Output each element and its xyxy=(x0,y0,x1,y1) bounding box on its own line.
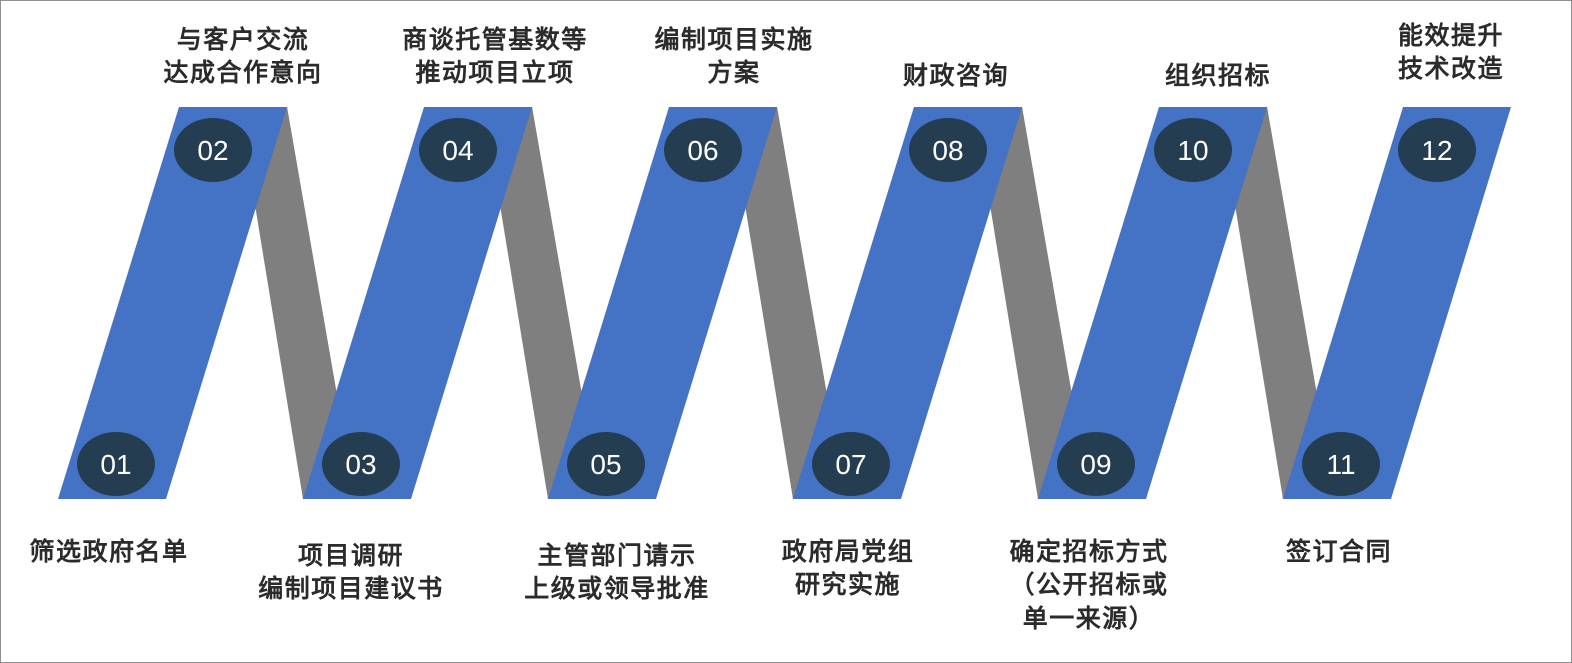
step-badge-11: 11 xyxy=(1302,432,1380,496)
step-label-line: （公开招标或 xyxy=(1009,570,1169,600)
step-label-01: 筛选政府名单 xyxy=(4,535,214,568)
step-label-06: 编制项目实施方案 xyxy=(619,23,849,90)
step-badge-circle xyxy=(812,432,890,496)
step-badge-08: 08 xyxy=(909,118,987,182)
step-number: 11 xyxy=(1326,449,1355,480)
step-label-02: 与客户交流达成合作意向 xyxy=(133,23,353,90)
step-label-line: 筛选政府名单 xyxy=(29,537,189,566)
step-badge-circle xyxy=(174,118,252,182)
step-badge-10: 10 xyxy=(1154,118,1232,182)
step-badge-04: 04 xyxy=(419,118,497,182)
step-badge-05: 05 xyxy=(567,432,645,496)
step-label-line: 组织招标 xyxy=(1164,61,1271,90)
step-label-line: 达成合作意向 xyxy=(163,58,323,88)
step-badge-circle xyxy=(419,118,497,182)
step-number: 03 xyxy=(345,449,376,480)
step-label-11: 签订合同 xyxy=(1239,535,1439,568)
blue-band-4 xyxy=(793,107,1022,499)
step-badge-circle xyxy=(1398,118,1476,182)
step-label-line: 研究实施 xyxy=(794,570,901,600)
step-label-09: 确定招标方式 （公开招标或单一来源） xyxy=(969,535,1209,635)
step-badge-circle xyxy=(1154,118,1232,182)
step-label-line: 确定招标方式 xyxy=(1009,537,1169,566)
step-label-12: 能效提升技术改造 xyxy=(1351,19,1551,86)
step-label-03: 项目调研编制项目建议书 xyxy=(226,539,476,606)
step-label-line: 编制项目实施 xyxy=(654,25,814,54)
step-label-line: 签订合同 xyxy=(1285,537,1392,566)
step-label-line: 方案 xyxy=(707,58,761,88)
step-number: 05 xyxy=(590,449,621,480)
step-badge-01: 01 xyxy=(77,432,155,496)
step-label-line: 商谈托管基数等 xyxy=(402,25,588,54)
step-number: 06 xyxy=(687,135,718,166)
step-number: 02 xyxy=(197,135,228,166)
step-number: 09 xyxy=(1080,449,1111,480)
step-label-line: 与客户交流 xyxy=(176,25,310,54)
gray-band-body-2 xyxy=(484,107,600,499)
step-badge-03: 03 xyxy=(322,432,400,496)
step-badge-circle xyxy=(567,432,645,496)
step-badge-07: 07 xyxy=(812,432,890,496)
step-badge-09: 09 xyxy=(1057,432,1135,496)
gray-band-body-5 xyxy=(1219,107,1335,499)
step-label-line: 编制项目建议书 xyxy=(258,574,444,604)
step-badge-circle xyxy=(77,432,155,496)
step-label-line: 上级或领导批准 xyxy=(524,574,710,604)
step-number: 10 xyxy=(1177,135,1208,166)
step-label-line: 项目调研 xyxy=(297,541,404,570)
step-number: 12 xyxy=(1421,135,1452,166)
blue-band-5 xyxy=(1038,107,1267,499)
number-badge-layer: 01 02 03 04 05 06 07 08 09 10 11 12 xyxy=(77,118,1476,496)
step-label-line: 能效提升 xyxy=(1397,21,1504,50)
step-label-07: 政府局党组研究实施 xyxy=(738,535,958,602)
step-label-line: 财政咨询 xyxy=(902,61,1009,90)
step-number: 01 xyxy=(100,449,131,480)
gray-band-body-1 xyxy=(239,107,355,499)
step-badge-06: 06 xyxy=(664,118,742,182)
step-label-08: 财政咨询 xyxy=(856,59,1056,92)
step-badge-circle xyxy=(664,118,742,182)
step-label-line: 推动项目立项 xyxy=(415,58,575,88)
step-label-05: 主管部门请示上级或领导批准 xyxy=(492,539,742,606)
step-label-line: 政府局党组 xyxy=(781,537,915,566)
step-label-line: 技术改造 xyxy=(1397,54,1504,84)
step-badge-circle xyxy=(1057,432,1135,496)
step-badge-02: 02 xyxy=(174,118,252,182)
step-number: 08 xyxy=(932,135,963,166)
blue-band-2 xyxy=(303,107,532,499)
step-badge-circle xyxy=(322,432,400,496)
step-number: 07 xyxy=(835,449,866,480)
step-badge-circle xyxy=(909,118,987,182)
gray-band-body-3 xyxy=(729,107,845,499)
blue-band-6 xyxy=(1283,107,1511,499)
gray-band-body-4 xyxy=(974,107,1090,499)
step-label-10: 组织招标 xyxy=(1118,59,1318,92)
step-label-line: 主管部门请示 xyxy=(537,541,697,570)
step-label-line: 单一来源） xyxy=(1022,603,1156,633)
blue-band-layer xyxy=(58,107,1511,499)
step-badge-12: 12 xyxy=(1398,118,1476,182)
step-label-04: 商谈托管基数等推动项目立项 xyxy=(370,23,620,90)
step-number: 04 xyxy=(442,135,473,166)
blue-band-3 xyxy=(548,107,777,499)
blue-band-1 xyxy=(58,107,287,499)
step-badge-circle xyxy=(1302,432,1380,496)
